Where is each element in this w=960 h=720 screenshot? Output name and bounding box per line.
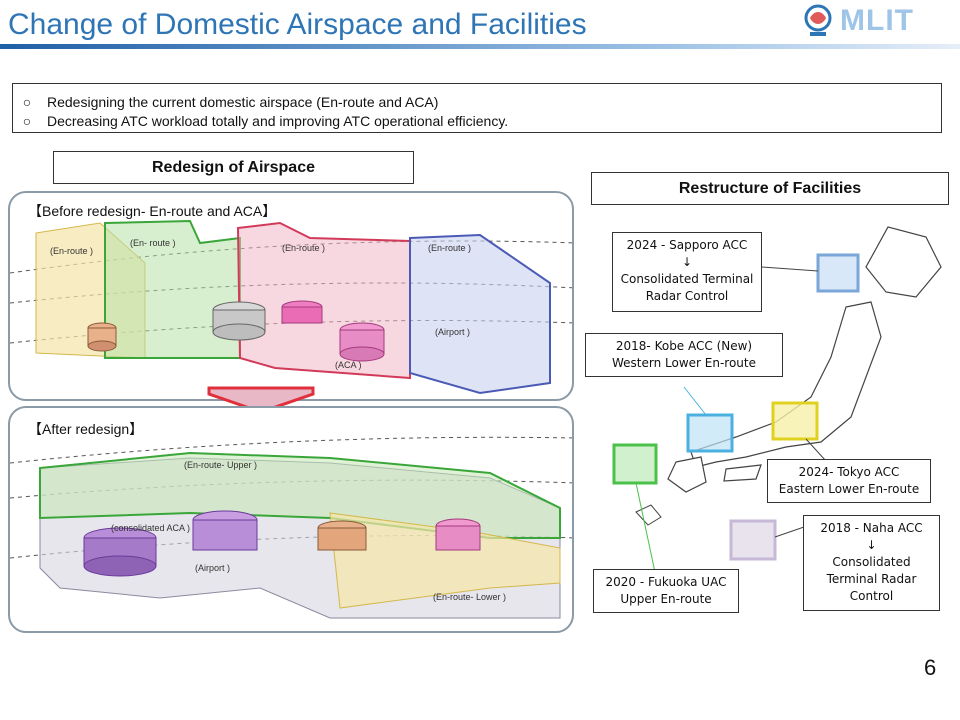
- facilities-heading: Restructure of Facilities: [591, 172, 949, 205]
- callout-title: 2018 - Naha ACC: [820, 521, 923, 535]
- before-redesign-panel: 【Before redesign- En-route and ACA】 (En-…: [8, 191, 574, 401]
- before-airspace-diagram: [10, 219, 572, 395]
- page-title: Change of Domestic Airspace and Faciliti…: [8, 8, 587, 41]
- callout-text: Radar Control: [645, 289, 729, 303]
- callout-text: Eastern Lower En-route: [778, 482, 920, 496]
- callout-text: Upper En-route: [620, 592, 712, 606]
- transition-arrow-icon: [207, 386, 315, 414]
- intro-line: ○ Redesigning the current domestic airsp…: [21, 93, 941, 112]
- callout-text: Control: [849, 589, 894, 603]
- bullet-icon: ○: [22, 113, 32, 129]
- after-redesign-panel: 【After redesign】 (En-route- Upper ) (con…: [8, 406, 574, 633]
- mlit-emblem-icon: [804, 4, 832, 36]
- aca-label: (ACA ): [335, 360, 362, 370]
- callout-text: Consolidated: [832, 555, 911, 569]
- upper-enroute-label: (En-route- Upper ): [184, 460, 258, 470]
- after-airspace-diagram: [10, 436, 572, 619]
- bullet-icon: ○: [22, 94, 32, 110]
- enroute-label: (En-route ): [428, 243, 472, 253]
- kobe-acc-callout: 2018- Kobe ACC (New) Western Lower En-ro…: [585, 333, 783, 377]
- lower-enroute-label: (En-route- Lower ): [433, 592, 507, 602]
- callout-text: Consolidated Terminal: [620, 272, 754, 286]
- tokyo-acc-callout: 2024- Tokyo ACC Eastern Lower En-route: [767, 459, 931, 503]
- callout-title: 2024 - Sapporo ACC: [626, 238, 748, 252]
- mlit-logo: MLIT: [800, 2, 956, 38]
- naha-acc-callout: 2018 - Naha ACC ↓ Consolidated Terminal …: [803, 515, 940, 611]
- redesign-heading: Redesign of Airspace: [53, 151, 414, 184]
- callout-title: 2024- Tokyo ACC: [798, 465, 900, 479]
- logo-text: MLIT: [840, 4, 914, 37]
- callout-text: Western Lower En-route: [611, 356, 756, 370]
- intro-text: Redesigning the current domestic airspac…: [47, 94, 439, 110]
- callout-title: 2018- Kobe ACC (New): [615, 339, 753, 353]
- consolidated-aca-label: (consolidated ACA ): [111, 523, 191, 533]
- before-label: 【Before redesign- En-route and ACA】: [28, 203, 277, 219]
- intro-line: ○ Decreasing ATC workload totally and im…: [21, 112, 941, 131]
- airport-label: (Airport ): [435, 327, 471, 337]
- callout-text: Terminal Radar: [826, 572, 917, 586]
- arrow-down-icon: ↓: [681, 255, 693, 269]
- enroute-label: (En- route ): [130, 238, 176, 248]
- intro-box: ○ Redesigning the current domestic airsp…: [12, 83, 942, 133]
- fukuoka-uac-callout: 2020 - Fukuoka UAC Upper En-route: [593, 569, 739, 613]
- after-label: 【After redesign】: [28, 421, 144, 437]
- page-number: 6: [924, 655, 937, 680]
- intro-text: Decreasing ATC workload totally and impr…: [47, 113, 509, 129]
- airport-label: (Airport ): [195, 563, 231, 573]
- enroute-label: (En-route ): [282, 243, 326, 253]
- sapporo-acc-callout: 2024 - Sapporo ACC ↓ Consolidated Termin…: [612, 232, 762, 312]
- enroute-label: (En-route ): [50, 246, 94, 256]
- title-underline: [0, 44, 960, 49]
- arrow-down-icon: ↓: [866, 538, 877, 552]
- callout-title: 2020 - Fukuoka UAC: [605, 575, 727, 589]
